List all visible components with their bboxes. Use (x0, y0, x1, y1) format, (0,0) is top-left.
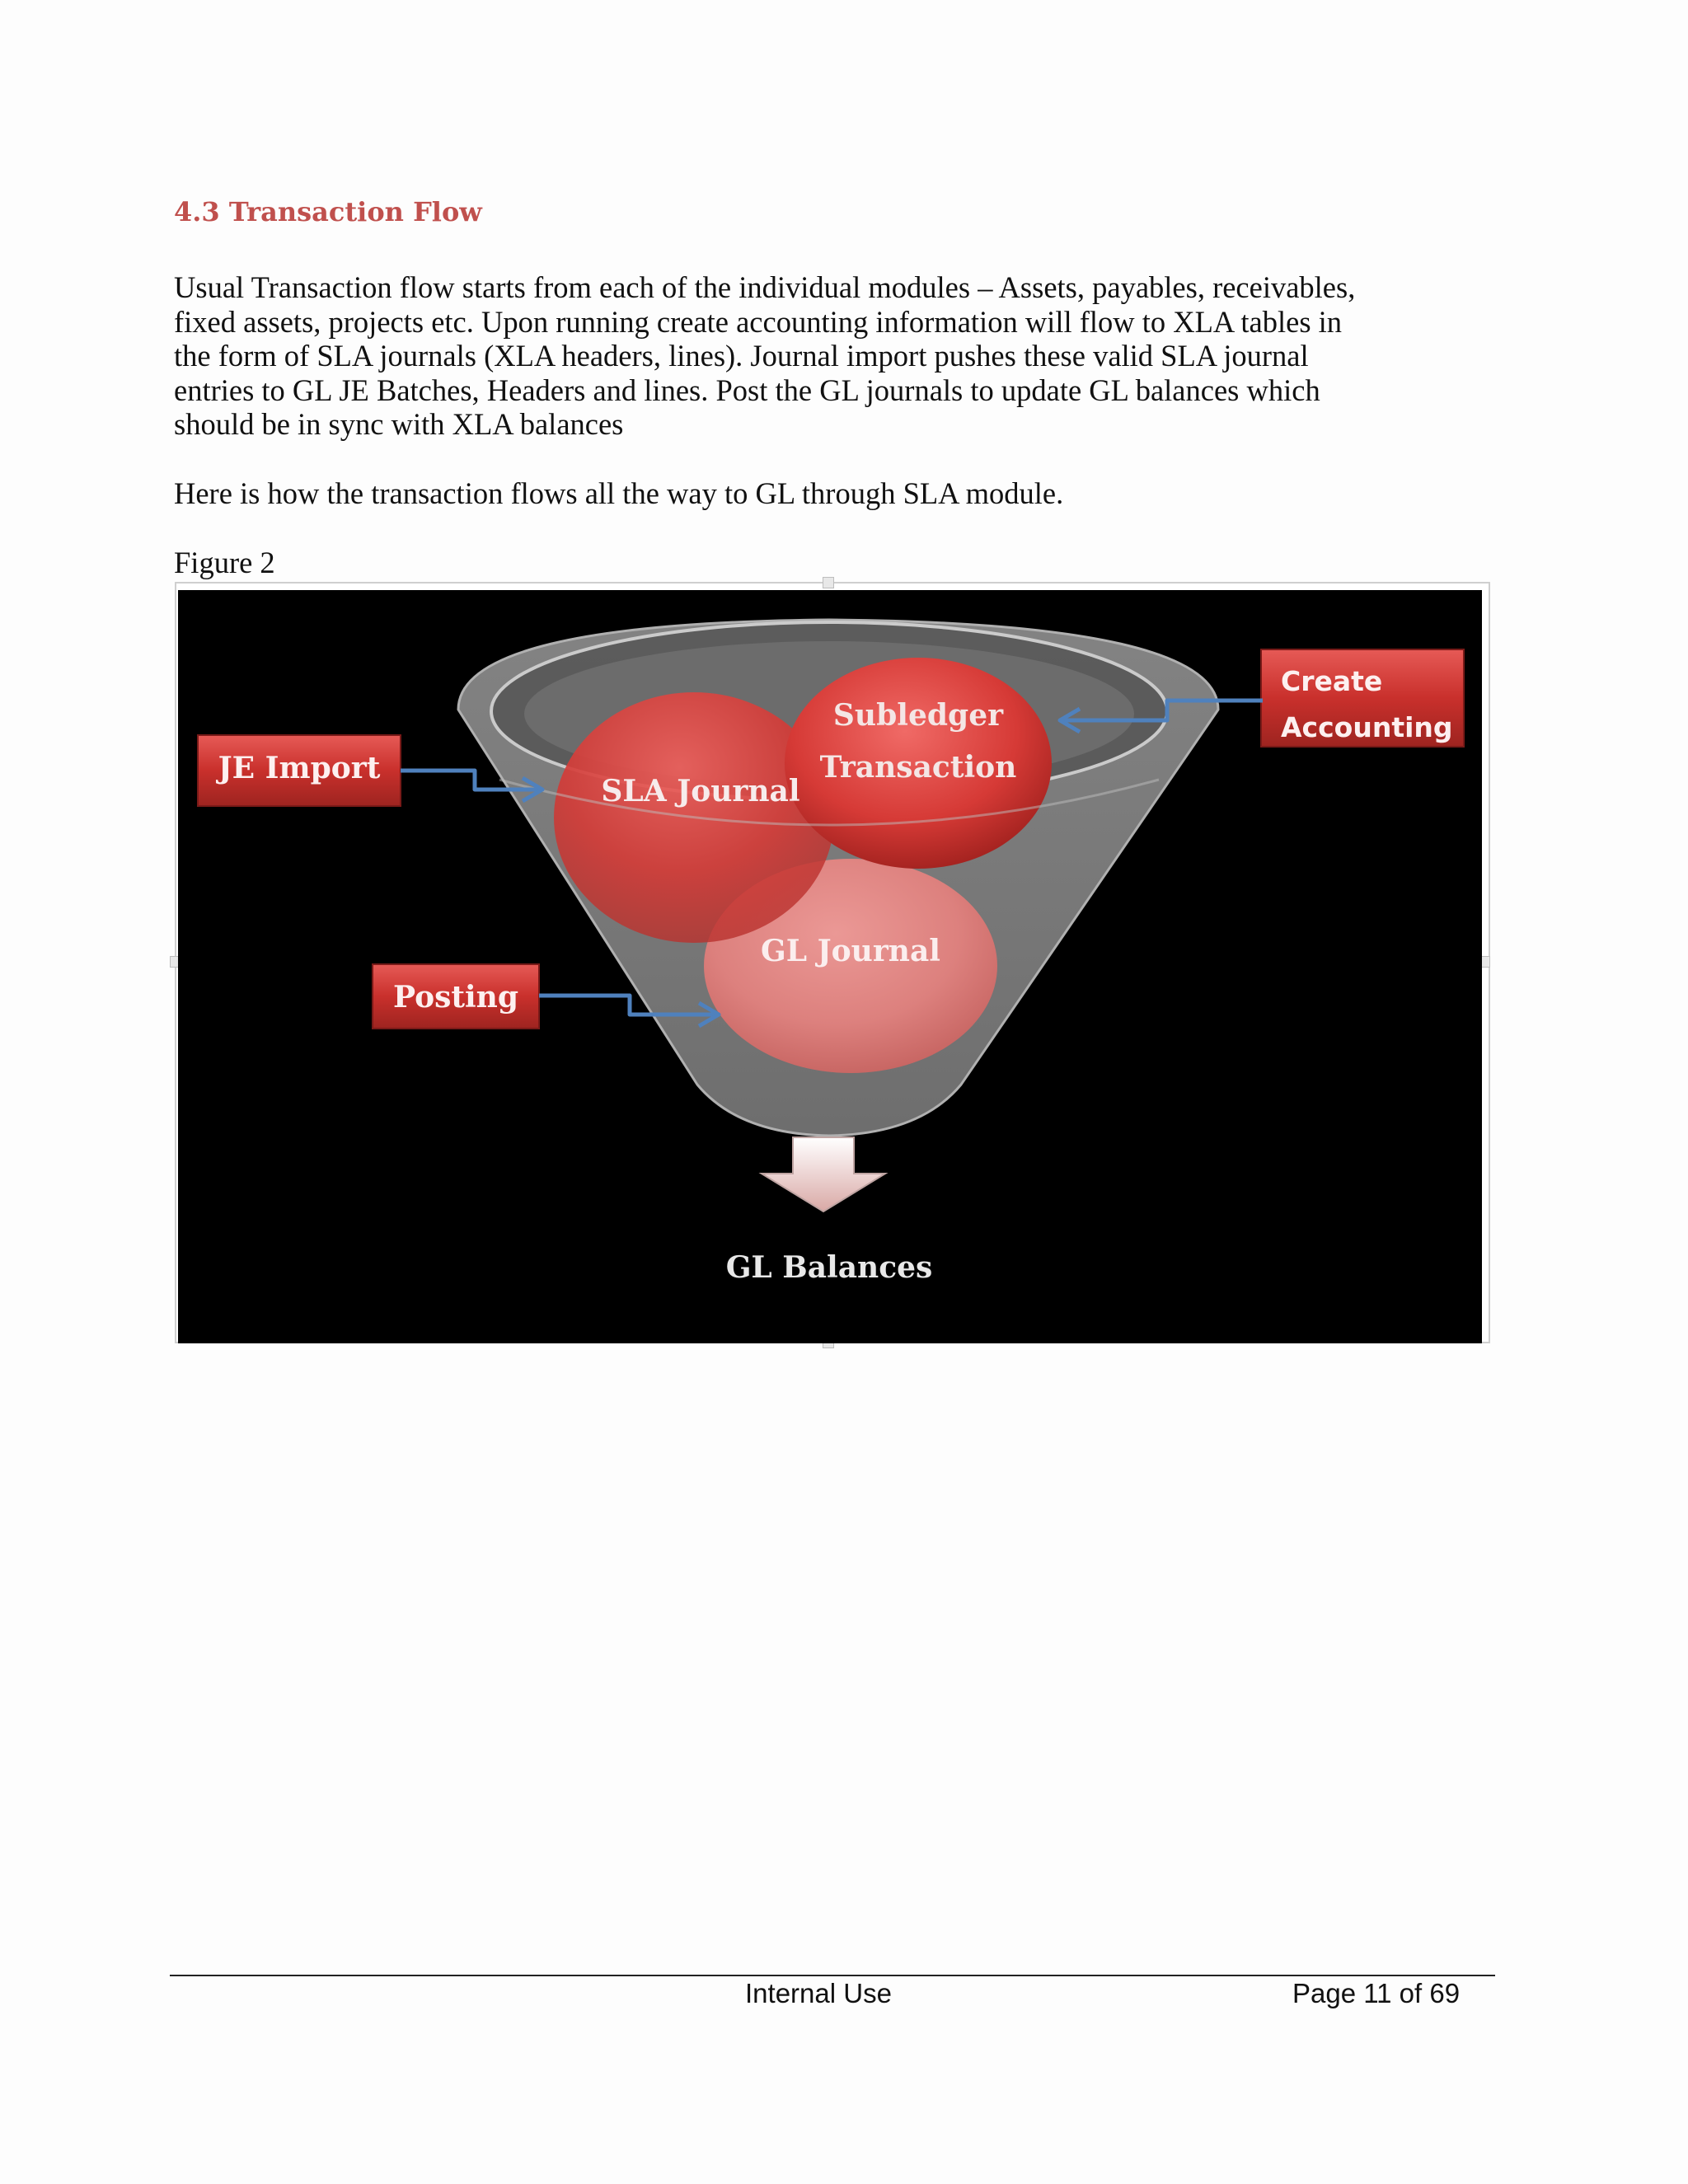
je-import-box (197, 734, 401, 807)
gl-balances-label: GL Balances (726, 1250, 933, 1285)
section-heading: 4.3 Transaction Flow (174, 196, 482, 227)
flow-paragraph: Here is how the transaction flows all th… (174, 476, 1064, 510)
footer-divider (170, 1975, 1495, 1976)
subledger-label-2: Transaction (820, 750, 1017, 785)
create-accounting-label-2: Accounting (1281, 711, 1453, 743)
intro-paragraph: Usual Transaction flow starts from each … (174, 270, 1509, 442)
paragraph-line: entries to GL JE Batches, Headers and li… (174, 373, 1320, 407)
footer-classification: Internal Use (745, 1978, 892, 2008)
subledger-label-1: Subledger (833, 698, 1004, 733)
je-import-label: JE Import (216, 751, 381, 785)
down-arrow-icon (758, 1137, 889, 1213)
posting-label: Posting (393, 980, 518, 1015)
footer-page-number: Page 11 of 69 (1292, 1978, 1461, 2008)
paragraph-line: fixed assets, projects etc. Upon running… (174, 304, 1343, 339)
arrow-posting (539, 993, 721, 1029)
paragraph-line: the form of SLA journals (XLA headers, l… (174, 339, 1309, 373)
arrow-je-import (401, 768, 545, 804)
transaction-flow-diagram: Subledger Transaction SLA Journal GL Jou… (178, 590, 1482, 1343)
posting-box (372, 963, 540, 1029)
paragraph-line: Usual Transaction flow starts from each … (174, 270, 1356, 304)
sla-journal-label: SLA Journal (601, 774, 799, 808)
arrow-create-accounting (1057, 698, 1263, 734)
paragraph-line: should be in sync with XLA balances (174, 407, 624, 441)
gl-journal-label: GL Journal (761, 934, 940, 968)
create-accounting-label-1: Create (1281, 665, 1382, 697)
figure-caption: Figure 2 (174, 546, 275, 579)
resize-handle-top[interactable] (823, 577, 834, 588)
create-accounting-box (1260, 649, 1465, 748)
